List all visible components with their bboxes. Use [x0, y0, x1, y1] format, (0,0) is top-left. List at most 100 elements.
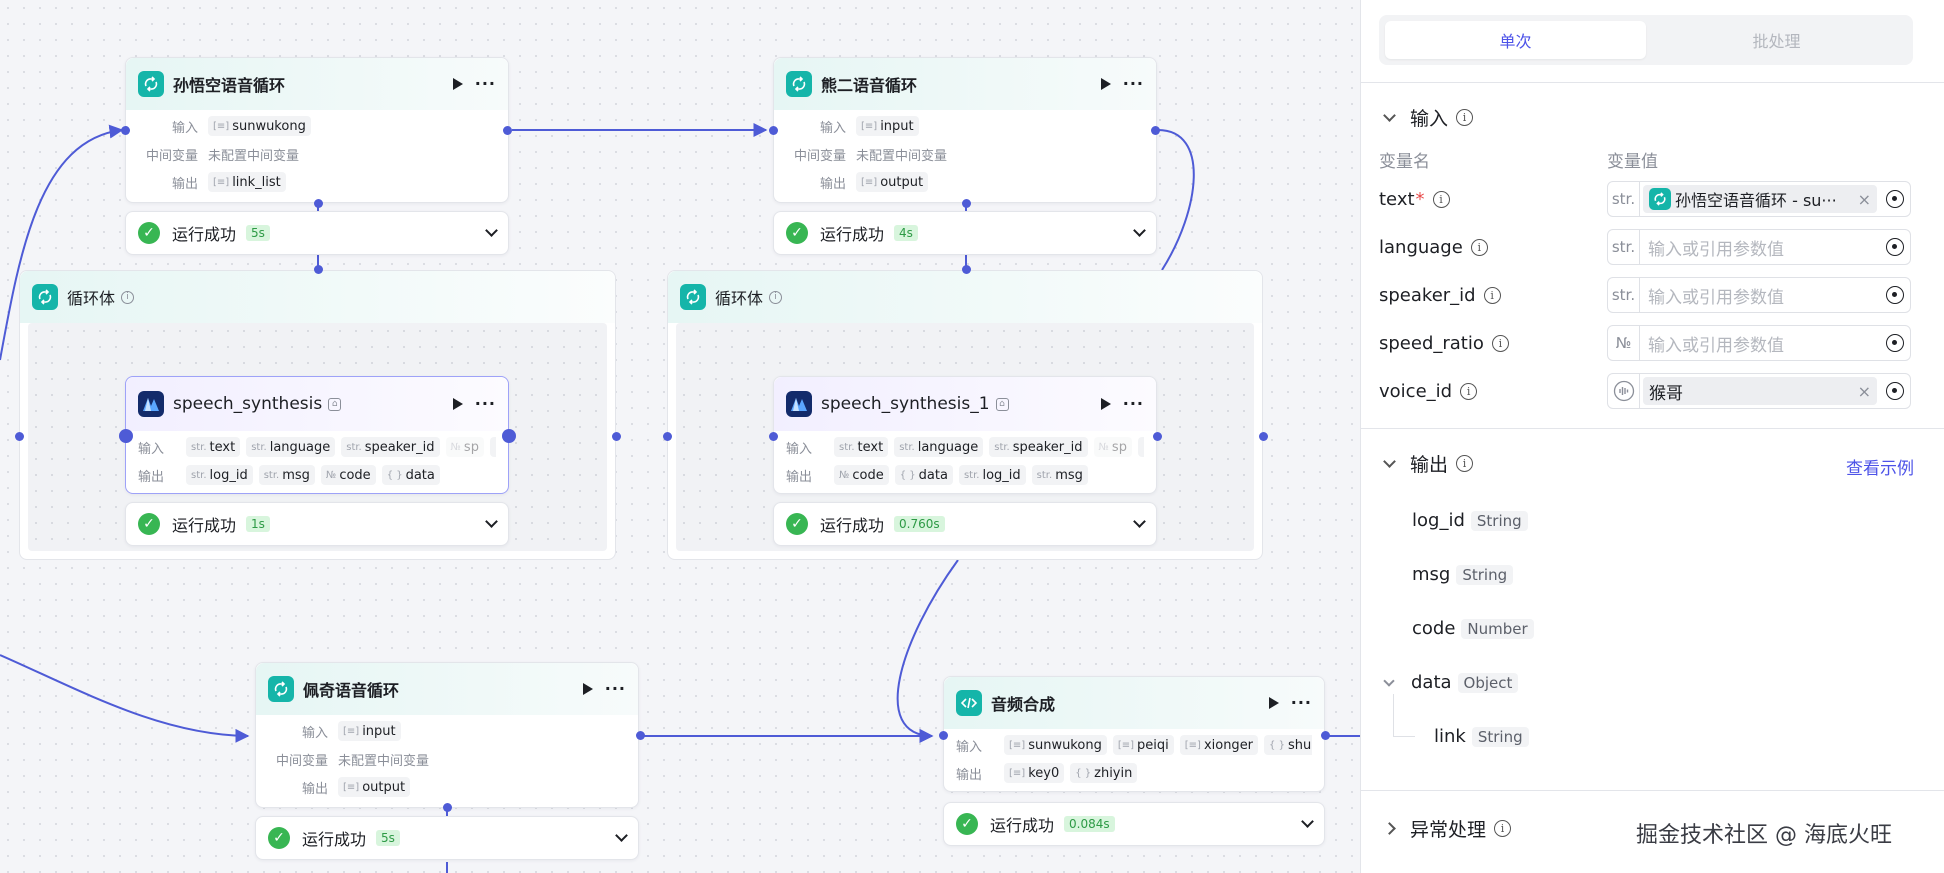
info-icon[interactable]: i — [1494, 820, 1512, 837]
info-icon[interactable]: i — [1432, 190, 1450, 208]
chevron-down-icon[interactable] — [1133, 224, 1146, 237]
chevron-down-icon[interactable] — [1383, 455, 1396, 468]
input-section-header[interactable]: 输入 i — [1383, 104, 1474, 131]
chevron-down-icon[interactable] — [1301, 815, 1314, 828]
node-sunwukong-loop[interactable]: 孙悟空语音循环 ··· 输入[≡]sunwukong 中间变量未配置中间变量 输… — [125, 57, 509, 203]
port[interactable] — [1321, 731, 1330, 740]
run-status-bar[interactable]: ✓ 运行成功 0.760s — [773, 502, 1157, 546]
info-icon[interactable]: i — [1456, 455, 1474, 472]
output-param: msg — [282, 467, 310, 483]
node-audio-merge[interactable]: 音频合成 ··· 输入 [≡]sunwukong [≡]peiqi [≡]xio… — [943, 676, 1325, 792]
port[interactable] — [1259, 432, 1268, 441]
more-params-icon[interactable]: ··· — [1137, 437, 1144, 457]
param-field[interactable]: str. 输入或引用参数值 — [1607, 229, 1911, 265]
info-icon[interactable]: i — [1460, 382, 1478, 400]
port[interactable] — [962, 199, 971, 208]
play-icon[interactable] — [1268, 697, 1279, 709]
run-status-bar[interactable]: ✓ 运行成功 1s — [125, 502, 509, 546]
output-section-header[interactable]: 输出 i — [1383, 450, 1474, 477]
param-input[interactable]: 输入或引用参数值 — [1648, 239, 1784, 260]
chevron-right-icon[interactable] — [1383, 822, 1396, 835]
input-param: xionger — [1203, 737, 1254, 753]
chevron-down-icon[interactable] — [615, 829, 628, 842]
play-icon[interactable] — [582, 683, 593, 695]
node-speech-synthesis-1[interactable]: speech_synthesis_1 ⌂ ··· 输入 str.text str… — [773, 376, 1157, 494]
error-section-header[interactable]: 异常处理 i — [1383, 815, 1512, 842]
info-icon[interactable]: i — [769, 290, 783, 304]
value-chip[interactable]: 猴哥 × — [1643, 377, 1877, 405]
port[interactable] — [503, 126, 512, 135]
port[interactable] — [769, 126, 778, 135]
param-input[interactable]: 输入或引用参数值 — [1648, 287, 1784, 308]
chevron-down-icon[interactable] — [485, 224, 498, 237]
run-status-bar[interactable]: ✓ 运行成功 4s — [773, 211, 1157, 255]
chevron-down-icon[interactable] — [1383, 674, 1395, 687]
info-icon[interactable]: i — [1456, 109, 1474, 126]
run-status-bar[interactable]: ✓ 运行成功 0.084s — [943, 802, 1325, 846]
run-status-bar[interactable]: ✓ 运行成功 5s — [255, 816, 639, 860]
port[interactable] — [612, 432, 621, 441]
duration-badge: 5s — [376, 830, 400, 846]
variable-ref-button[interactable] — [1880, 182, 1910, 216]
play-icon[interactable] — [452, 78, 463, 90]
output-name: code — [1412, 618, 1456, 639]
port[interactable] — [1153, 432, 1162, 441]
more-icon[interactable]: ··· — [474, 394, 496, 413]
node-xionger-loop[interactable]: 熊二语音循环 ··· 输入[≡]input 中间变量未配置中间变量 输出[≡]o… — [773, 57, 1157, 203]
output-name: msg — [1412, 564, 1451, 585]
port[interactable] — [636, 731, 645, 740]
close-icon[interactable]: × — [1857, 381, 1871, 401]
variable-ref-button[interactable] — [1880, 374, 1910, 408]
loop-body-title: 循环体 — [715, 289, 764, 308]
play-icon[interactable] — [452, 398, 463, 410]
tab-batch[interactable]: 批处理 — [1752, 32, 1801, 51]
info-icon[interactable]: i — [1483, 286, 1501, 304]
more-icon[interactable]: ··· — [1122, 74, 1144, 93]
more-icon[interactable]: ··· — [1122, 394, 1144, 413]
port[interactable] — [443, 803, 452, 812]
chevron-down-icon[interactable] — [1133, 515, 1146, 528]
run-status-bar[interactable]: ✓ 运行成功 5s — [125, 211, 509, 255]
chevron-down-icon[interactable] — [485, 515, 498, 528]
port[interactable] — [1151, 126, 1160, 135]
mid-value: 未配置中间变量 — [208, 148, 300, 164]
more-icon[interactable]: ··· — [474, 74, 496, 93]
param-field[interactable]: 猴哥 × — [1607, 373, 1911, 409]
param-input[interactable]: 输入或引用参数值 — [1648, 335, 1784, 356]
view-example-link[interactable]: 查看示例 — [1846, 459, 1914, 479]
port[interactable] — [663, 432, 672, 441]
port[interactable] — [502, 429, 516, 443]
info-icon[interactable]: i — [121, 290, 135, 304]
param-field[interactable]: str. 输入或引用参数值 — [1607, 277, 1911, 313]
node-peiqi-loop[interactable]: 佩奇语音循环 ··· 输入[≡]input 中间变量未配置中间变量 输出[≡]o… — [255, 662, 639, 808]
info-icon[interactable]: i — [1470, 238, 1488, 256]
port[interactable] — [314, 199, 323, 208]
port[interactable] — [939, 731, 948, 740]
close-icon[interactable]: × — [1857, 189, 1871, 209]
more-icon[interactable]: ··· — [604, 679, 626, 698]
port[interactable] — [119, 429, 133, 443]
chevron-down-icon[interactable] — [1383, 109, 1396, 122]
workflow-canvas[interactable]: 循环体 i 循环体 i 孙悟空语音循环 ··· 输入[≡]sunw — [0, 0, 1360, 873]
ref-chip[interactable]: 孙悟空语音循环 - su··· × — [1643, 185, 1877, 213]
node-speech-synthesis[interactable]: speech_synthesis ⌂ ··· 输入 str.text str.l… — [125, 376, 509, 494]
param-name: speed_ratio — [1379, 332, 1484, 354]
variable-ref-button[interactable] — [1880, 278, 1910, 312]
variable-ref-button[interactable] — [1880, 326, 1910, 360]
port[interactable] — [15, 432, 24, 441]
column-header-value: 变量值 — [1607, 152, 1658, 172]
info-icon[interactable]: i — [1491, 334, 1509, 352]
param-field[interactable]: str. 孙悟空语音循环 - su··· × — [1607, 181, 1911, 217]
port[interactable] — [769, 432, 778, 441]
tab-single[interactable]: 单次 — [1385, 21, 1646, 59]
output-label: 输出 — [171, 176, 198, 192]
port[interactable] — [962, 265, 971, 274]
more-params-icon[interactable]: ··· — [489, 437, 496, 457]
port[interactable] — [121, 126, 130, 135]
play-icon[interactable] — [1100, 398, 1111, 410]
port[interactable] — [314, 265, 323, 274]
play-icon[interactable] — [1100, 78, 1111, 90]
param-field[interactable]: № 输入或引用参数值 — [1607, 325, 1911, 361]
variable-ref-button[interactable] — [1880, 230, 1910, 264]
more-icon[interactable]: ··· — [1290, 693, 1312, 712]
